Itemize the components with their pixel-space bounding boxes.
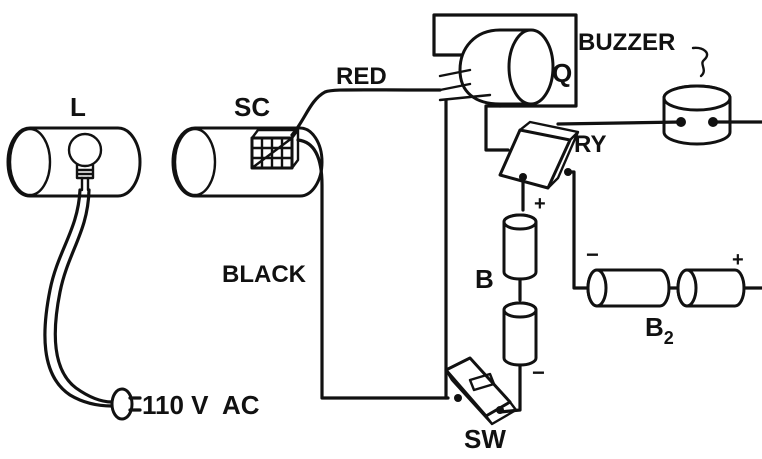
solar-cell-assembly [171,126,324,198]
transistor-cap [507,28,555,106]
battery-b-cell-2-top [502,301,538,319]
battery-label: B [475,264,494,294]
switch-terminal-right [496,406,504,414]
lamp-housing-end [8,127,52,197]
bulb-threads [76,168,94,176]
battery-b2-cell-2-end [676,268,698,308]
transistor-leads [438,68,492,102]
battery-minus-sign: − [532,360,545,385]
battery2-label-sub: 2 [664,328,674,348]
battery2-label: B2 [645,312,674,348]
relay-b2-wire [566,170,592,290]
battery-b2 [586,268,746,308]
switch-terminal-left [454,394,462,402]
plug-prongs [128,396,142,412]
lamp-label: L [70,92,86,122]
transistor-relay-wire [484,104,510,152]
red-wire-label: RED [336,63,387,90]
buzzer-label: BUZZER [578,29,675,56]
battery-b2-cell-1-end [586,268,608,308]
battery-b-cell-1-top [502,213,538,231]
solar-cell-tube [171,126,324,198]
b2-minus-sign: − [586,242,599,267]
b2-plus-sign: + [732,249,744,271]
buzzer-assembly [662,46,732,146]
black-wire-label: BLACK [222,261,307,288]
lamp-assembly [6,126,142,198]
switch-label: SW [464,424,506,454]
transistor-loop-wire [432,13,578,108]
lamp-cord-b [53,188,114,404]
battery-switch-wire [498,363,522,414]
battery-plus-sign: + [534,193,546,215]
relay-assembly [498,120,580,190]
plug-body [110,387,134,421]
sound-squiggle-icon [691,46,709,78]
lightbulb-icon [67,132,103,168]
solar-cell-tube-end [173,127,217,197]
plug-label: 110 V AC [142,390,260,420]
relay-top [518,120,580,190]
buzzer-top [662,84,732,112]
bulb-base [75,163,95,180]
switch-body-depth [444,368,518,426]
lamp-leads [80,176,90,192]
battery-b [502,213,538,367]
transistor-assembly [432,13,578,108]
switch-toggle [468,372,496,392]
ac-plug [110,387,142,421]
relay-body [498,128,572,190]
switch-assembly [444,356,518,426]
lamp-cord-a [43,188,114,408]
battery2-label-main: B [645,312,664,342]
transistor-label: Q [552,58,572,88]
solar-cell-label: SC [234,92,270,122]
relay-buzzer-wire [556,120,683,126]
red-wire [290,88,442,137]
solar-cell-grid-lines [250,136,294,170]
relay-label: RY [574,131,606,158]
black-wire [296,138,450,400]
